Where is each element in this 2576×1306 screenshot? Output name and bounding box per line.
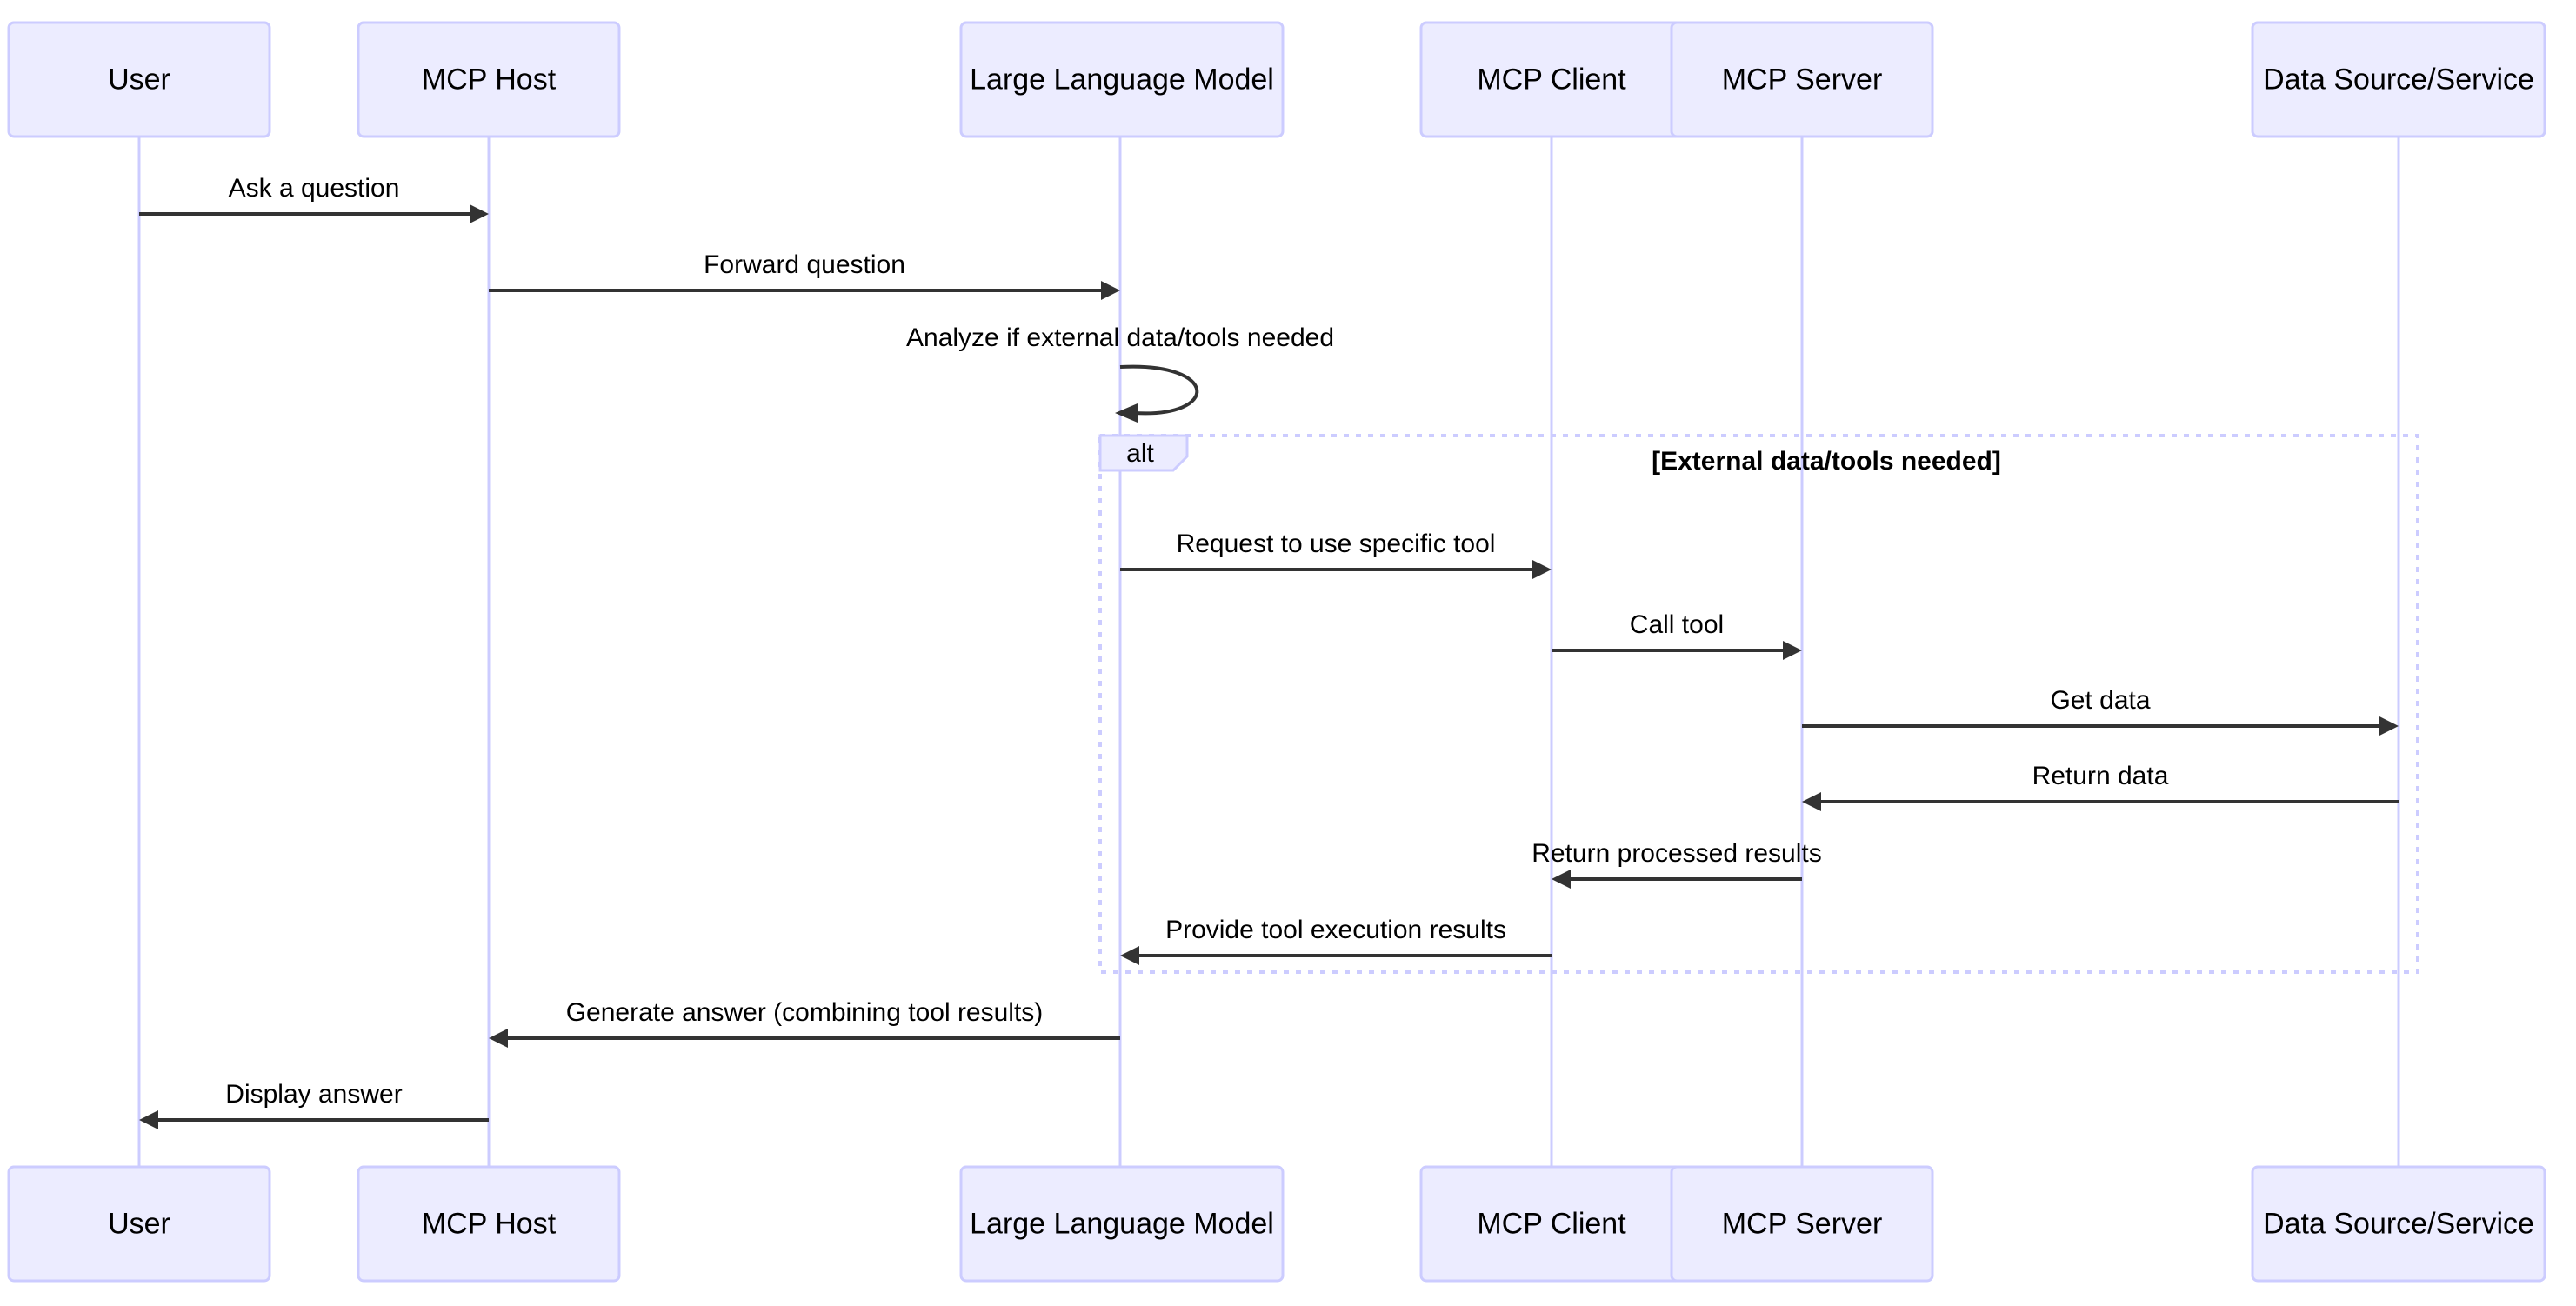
actor-box-user[interactable]	[7, 21, 271, 138]
alt-tag-label: alt	[1126, 439, 1154, 468]
message-arrowhead	[1802, 792, 1821, 811]
actor-label-source: Data Source/Service	[2263, 1207, 2534, 1240]
actor-source-bottom[interactable]: Data Source/Service	[2251, 1165, 2546, 1283]
actor-box-llm[interactable]	[959, 1165, 1285, 1283]
message-3: Analyze if external data/tools needed	[906, 323, 1334, 423]
message-arrowhead	[2379, 716, 2399, 736]
message-label: Forward question	[704, 250, 905, 279]
message-5: Call tool	[1552, 610, 1802, 660]
message-11: Display answer	[139, 1080, 489, 1129]
message-label: Request to use specific tool	[1177, 530, 1496, 558]
actor-box-llm[interactable]	[959, 21, 1285, 138]
message-label: Generate answer (combining tool results)	[566, 998, 1044, 1027]
message-label: Return data	[2032, 762, 2169, 790]
alt-tag-shape	[1098, 434, 1189, 472]
message-label: Return processed results	[1532, 839, 1822, 868]
message-label: Provide tool execution results	[1165, 916, 1506, 944]
actor-label-client: MCP Client	[1477, 63, 1626, 96]
actor-server-top[interactable]: MCP Server	[1670, 21, 1934, 138]
actor-box-source[interactable]	[2251, 21, 2546, 138]
actor-label-llm: Large Language Model	[970, 1207, 1274, 1240]
actor-label-user: User	[108, 63, 170, 96]
message-1: Ask a question	[139, 174, 489, 223]
message-10: Generate answer (combining tool results)	[489, 998, 1120, 1048]
self-loop-arrowhead	[1115, 403, 1138, 423]
message-8: Return processed results	[1532, 839, 1822, 889]
message-arrowhead	[1532, 560, 1552, 579]
message-4: Request to use specific tool	[1120, 530, 1552, 579]
alt-frame-border	[1098, 434, 2419, 974]
actor-label-client: MCP Client	[1477, 1207, 1626, 1240]
actor-source-top[interactable]: Data Source/Service	[2251, 21, 2546, 138]
message-arrowhead	[1120, 946, 1139, 965]
message-label: Ask a question	[229, 174, 400, 203]
actor-label-host: MCP Host	[422, 1207, 557, 1240]
message-label: Display answer	[225, 1080, 402, 1109]
actor-host-top[interactable]: MCP Host	[357, 21, 621, 138]
actor-user-bottom[interactable]: User	[7, 1165, 271, 1283]
actor-label-user: User	[108, 1207, 170, 1240]
message-arrowhead	[139, 1110, 158, 1129]
actor-label-server: MCP Server	[1722, 63, 1883, 96]
message-arrowhead	[1552, 870, 1571, 889]
message-arrowhead	[470, 204, 489, 223]
actor-label-llm: Large Language Model	[970, 63, 1274, 96]
actor-box-host[interactable]	[357, 1165, 621, 1283]
actor-box-server[interactable]	[1670, 21, 1934, 138]
message-9: Provide tool execution results	[1120, 916, 1552, 965]
actor-llm-bottom[interactable]: Large Language Model	[959, 1165, 1285, 1283]
message-arrowhead	[489, 1029, 508, 1048]
actor-box-user[interactable]	[7, 1165, 271, 1283]
message-arrowhead	[1783, 641, 1802, 660]
lifelines-group	[137, 137, 2400, 1167]
message-2: Forward question	[489, 250, 1120, 300]
actor-server-bottom[interactable]: MCP Server	[1670, 1165, 1934, 1283]
actor-client-bottom[interactable]: MCP Client	[1419, 1165, 1684, 1283]
actors-top-group: User MCP Host Large Language Model MCP Clie…	[7, 21, 2546, 138]
message-label: Get data	[2050, 686, 2150, 715]
actors-bottom-group: User MCP Host Large Language Model MCP Clie…	[7, 1165, 2546, 1283]
fragments-group: alt [External data/tools needed]	[1098, 434, 2419, 974]
actor-box-host[interactable]	[357, 21, 621, 138]
fragment-alt-external-data: alt [External data/tools needed]	[1098, 434, 2419, 974]
actor-client-top[interactable]: MCP Client	[1419, 21, 1684, 138]
actor-label-server: MCP Server	[1722, 1207, 1883, 1240]
actor-label-host: MCP Host	[422, 63, 557, 96]
message-arrowhead	[1101, 281, 1120, 300]
actor-user-top[interactable]: User	[7, 21, 271, 138]
alt-condition-label: [External data/tools needed]	[1652, 447, 2001, 476]
message-label: Call tool	[1630, 610, 1724, 639]
actor-llm-top[interactable]: Large Language Model	[959, 21, 1285, 138]
actor-box-source[interactable]	[2251, 1165, 2546, 1283]
message-6: Get data	[1802, 686, 2399, 736]
actor-host-bottom[interactable]: MCP Host	[357, 1165, 621, 1283]
message-7: Return data	[1802, 762, 2399, 811]
message-label: Analyze if external data/tools needed	[906, 323, 1334, 352]
self-loop-path	[1119, 364, 1199, 416]
actor-label-source: Data Source/Service	[2263, 63, 2534, 96]
actor-box-server[interactable]	[1670, 1165, 1934, 1283]
